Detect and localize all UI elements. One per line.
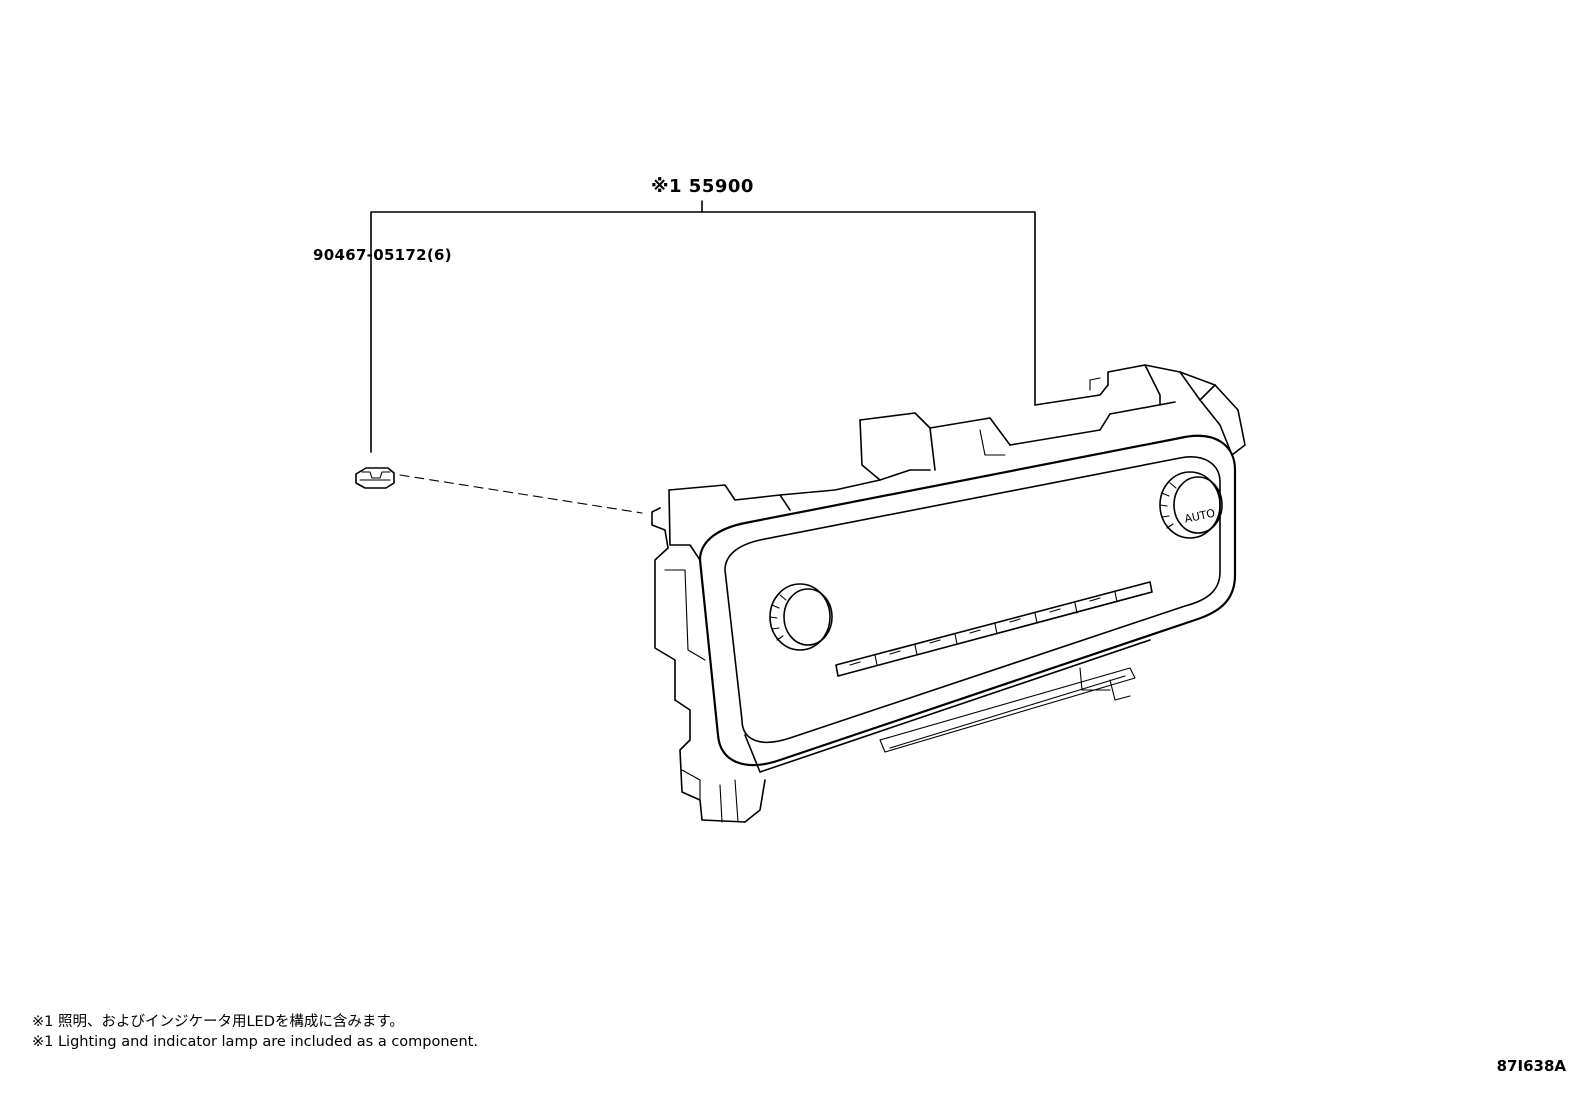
auto-knob-label: AUTO [1183, 507, 1216, 526]
left-temperature-knob [769, 583, 833, 651]
main-part-number-label: ※1 55900 [651, 176, 754, 197]
right-temperature-knob: AUTO [1159, 471, 1223, 539]
climate-control-panel-drawing: AUTO [651, 364, 1246, 823]
note-japanese: ※1 照明、およびインジケータ用LEDを構成に含みます。 [32, 1014, 404, 1030]
clip-part-number-label: 90467-05172(6) [313, 246, 452, 264]
button-strip [835, 581, 1153, 677]
installation-dashed-line [399, 474, 643, 514]
note-english: ※1 Lighting and indicator lamp are inclu… [32, 1034, 478, 1050]
clip-part-drawing [355, 467, 395, 489]
main-part-leader [370, 200, 1036, 453]
figure-id-label: 87I638A [1496, 1057, 1566, 1075]
